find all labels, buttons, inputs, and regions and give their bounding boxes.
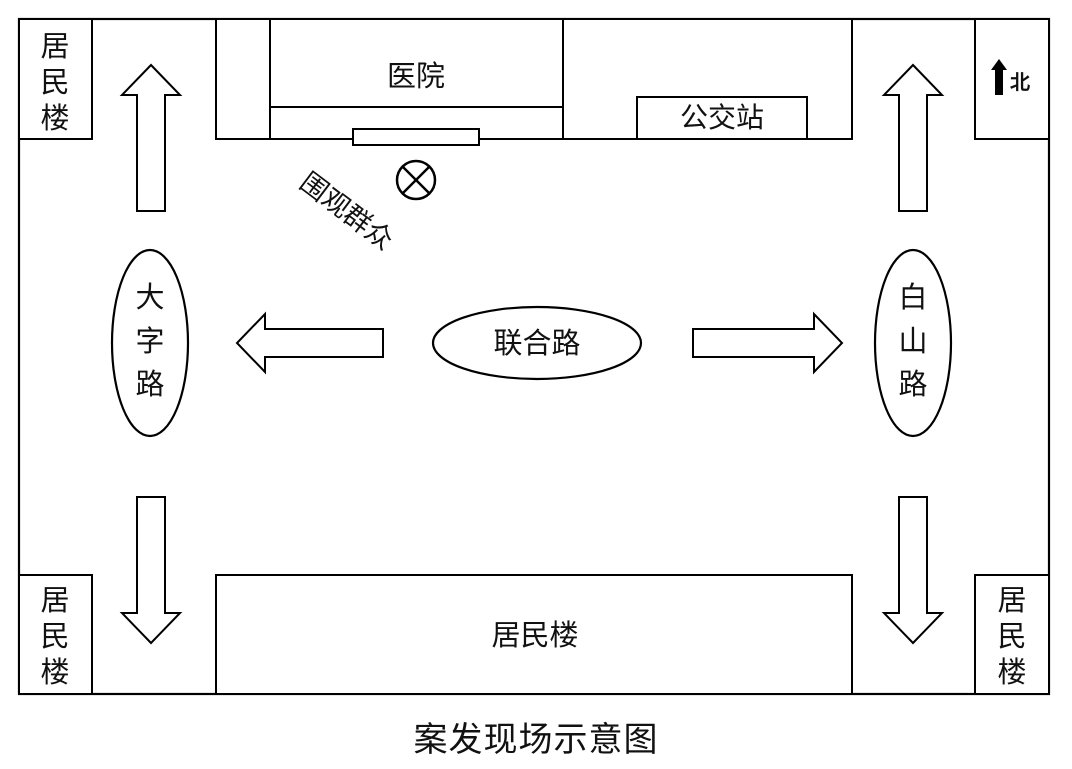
arrow-right-icon xyxy=(692,311,844,375)
left-road-char-3: 路 xyxy=(135,367,164,401)
right-road-char-2: 山 xyxy=(898,324,927,358)
bus-stop-label: 公交站 xyxy=(680,101,764,134)
north-arrow-icon xyxy=(991,59,1007,95)
left-road: 大 字 路 xyxy=(110,248,190,438)
left-road-char-2: 字 xyxy=(135,324,164,358)
arrow-up-right-icon xyxy=(881,63,945,212)
residential-building-bottom-right: 居 民 楼 xyxy=(974,574,1050,695)
residential-bottom-left-char-1: 居 xyxy=(40,583,69,617)
center-road-label: 联合路 xyxy=(493,326,580,360)
diagram-caption: 案发现场示意图 xyxy=(413,720,659,760)
residential-top-left-char-3: 楼 xyxy=(40,101,69,135)
hospital-complex: 医院 xyxy=(215,18,564,146)
hospital-label: 医院 xyxy=(387,59,445,93)
residential-bottom-right-char-1: 居 xyxy=(997,583,1026,617)
right-road-char-3: 路 xyxy=(898,367,927,401)
left-road-char-1: 大 xyxy=(135,280,164,314)
residential-bottom-left-char-2: 民 xyxy=(40,619,69,653)
crime-location-marker xyxy=(395,159,437,201)
residential-bottom-right-char-2: 民 xyxy=(997,619,1026,653)
north-indicator-cell: 北 xyxy=(974,18,1050,140)
arrow-down-right-icon xyxy=(881,496,945,645)
arrow-down-left-icon xyxy=(119,496,183,645)
hospital-entrance xyxy=(352,128,480,146)
arrow-left-icon xyxy=(235,311,384,375)
right-road-char-1: 白 xyxy=(898,280,927,314)
residential-bottom-left-char-3: 楼 xyxy=(40,655,69,689)
residential-bottom-center-label: 居民楼 xyxy=(491,618,578,652)
arrow-up-left-icon xyxy=(119,63,183,212)
residential-bottom-right-char-3: 楼 xyxy=(997,655,1026,689)
right-road: 白 山 路 xyxy=(873,248,953,438)
residential-top-left-char-2: 民 xyxy=(40,65,69,99)
north-label: 北 xyxy=(1010,70,1030,94)
residential-building-top-left: 居 民 楼 xyxy=(18,18,93,140)
bus-stop-complex: 公交站 xyxy=(562,18,853,140)
residential-building-bottom-center: 居民楼 xyxy=(215,574,853,695)
center-road: 联合路 xyxy=(431,305,643,381)
residential-top-left-char-1: 居 xyxy=(40,29,69,63)
residential-building-bottom-left: 居 民 楼 xyxy=(18,574,93,695)
